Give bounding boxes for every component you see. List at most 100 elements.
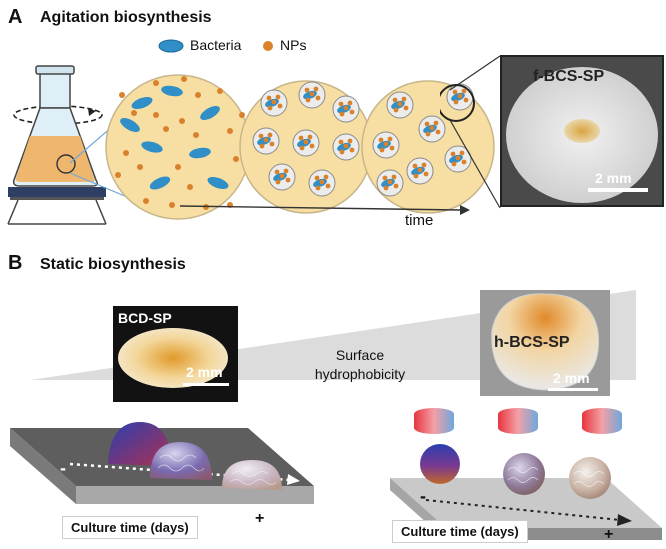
bacteria-rod <box>141 141 163 153</box>
nanoparticle <box>417 167 423 173</box>
nanoparticle <box>383 141 389 147</box>
nanoparticle <box>423 171 429 177</box>
nanoparticle <box>349 109 355 115</box>
nanoparticle <box>393 183 399 189</box>
h-bcs-sp-scale-label: 2 mm <box>553 370 590 386</box>
nanoparticle <box>450 151 456 157</box>
nanoparticle <box>274 169 280 175</box>
nanoparticle <box>153 112 159 118</box>
bcd-sp-scale-label: 2 mm <box>186 364 223 380</box>
bacteria-rod <box>189 147 211 159</box>
nanoparticle <box>263 137 269 143</box>
nanoparticle <box>347 100 353 106</box>
bacteria-rod <box>207 176 229 190</box>
nanoparticle <box>401 96 407 102</box>
nanoparticle <box>339 111 345 117</box>
nanoparticle <box>315 185 321 191</box>
nanoparticle <box>269 141 275 147</box>
nanoparticle <box>383 185 389 191</box>
nanoparticle <box>433 120 439 126</box>
nanoparticle <box>455 155 461 161</box>
nanoparticle <box>349 147 355 153</box>
nanoparticle <box>389 145 395 151</box>
nanoparticle <box>305 97 311 103</box>
bacteria-rod <box>131 96 153 110</box>
nanoparticle <box>267 132 273 138</box>
bacteria-rod <box>200 106 220 120</box>
panel-b-title: Static biosynthesis <box>40 256 186 273</box>
f-bcs-sp-photo <box>500 55 664 207</box>
nanoparticle <box>309 91 315 97</box>
nanoparticle <box>424 121 430 127</box>
nanoparticle <box>259 143 265 149</box>
nanoparticle <box>319 179 325 185</box>
nanoparticle <box>309 143 315 149</box>
panel-b-letter: B <box>8 252 23 274</box>
nanoparticle <box>304 87 310 93</box>
nanoparticle <box>239 112 245 118</box>
nanoparticle <box>169 202 175 208</box>
nanoparticle <box>298 135 304 141</box>
hydrophobicity-label: Surface hydrophobicity <box>305 346 415 384</box>
hydrophobicity-label-line2: hydrophobicity <box>314 366 406 382</box>
bcd-sp-photo <box>113 306 238 402</box>
nanoparticle <box>119 92 125 98</box>
nanoparticle <box>271 99 277 105</box>
left-culture-platform <box>10 422 314 504</box>
nanoparticle <box>387 179 393 185</box>
legend-nps-label: NPs <box>280 37 307 53</box>
nanoparticle <box>163 126 169 132</box>
bacteria-rod <box>161 85 183 97</box>
nanoparticle <box>299 145 305 151</box>
nanoparticle <box>179 118 185 124</box>
left-axis-plus: + <box>255 510 265 527</box>
flask-illustration <box>7 65 107 225</box>
time-arrow <box>180 205 470 215</box>
nanoparticle <box>193 132 199 138</box>
bacteria-rod <box>149 176 171 190</box>
bcd-sp-label: BCD-SP <box>118 310 172 326</box>
nanoparticle <box>277 103 283 109</box>
nanoparticle <box>412 163 418 169</box>
nanoparticle <box>267 105 273 111</box>
nanoparticle-legend-icon <box>263 41 273 51</box>
time-label: time <box>405 212 434 229</box>
nanoparticle <box>338 101 344 107</box>
nanoparticle <box>285 177 291 183</box>
nanoparticle <box>187 184 193 190</box>
nanoparticle <box>325 183 331 189</box>
nanoparticle <box>461 159 467 165</box>
nanoparticle <box>452 89 458 95</box>
nanoparticle <box>397 101 403 107</box>
legend-bacteria-label: Bacteria <box>190 37 242 53</box>
nanoparticle <box>343 143 349 149</box>
nanoparticle <box>307 134 313 140</box>
nanoparticle <box>435 129 441 135</box>
bacteria-legend-icon <box>158 39 184 53</box>
left-culture-time-label: Culture time (days) <box>62 516 198 539</box>
nanoparticle <box>339 149 345 155</box>
nanoparticle <box>315 95 321 101</box>
nanoparticle <box>393 107 399 113</box>
nanoparticle <box>303 139 309 145</box>
right-axis-minus: - <box>420 486 426 506</box>
nanoparticle <box>266 95 272 101</box>
nanoparticle <box>123 150 129 156</box>
nanoparticle <box>323 174 329 180</box>
h-bcs-sp-photo <box>480 290 610 396</box>
nanoparticle <box>392 97 398 103</box>
nanoparticle <box>217 88 223 94</box>
panel-a-title: Agitation biosynthesis <box>40 9 212 26</box>
nanoparticle <box>131 110 137 116</box>
nanoparticle <box>421 162 427 168</box>
h-bcs-sp-label: h-BCS-SP <box>494 334 570 351</box>
nanoparticle <box>314 175 320 181</box>
nanoparticle <box>463 97 469 103</box>
bcd-sp-scale-bar <box>183 383 229 386</box>
nanoparticle <box>137 164 143 170</box>
nanoparticle <box>181 76 187 82</box>
panel-a-letter: A <box>8 6 23 28</box>
h-bcs-sp-drop <box>480 290 610 396</box>
nanoparticle <box>275 94 281 100</box>
right-culture-platform <box>390 408 662 540</box>
